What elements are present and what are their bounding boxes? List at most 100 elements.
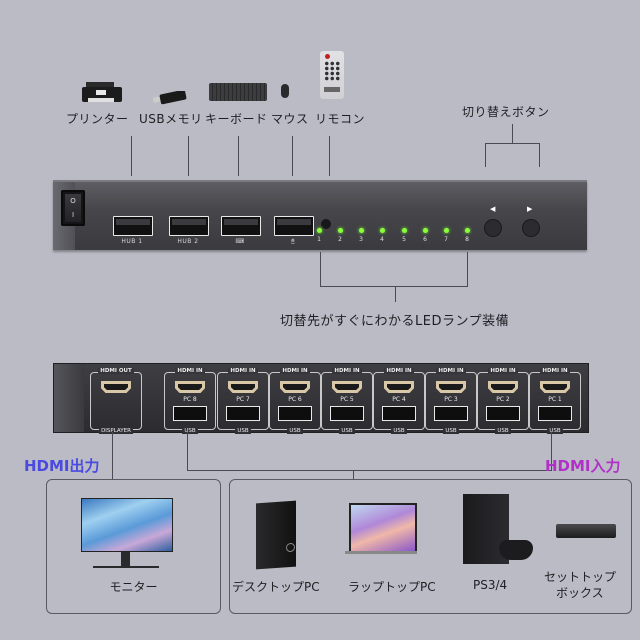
arrow-right-icon: ▶ bbox=[527, 205, 533, 213]
printer-icon bbox=[82, 80, 122, 106]
switch-prev-button[interactable] bbox=[485, 220, 501, 236]
switch-buttons-label: 切り替えボタン bbox=[462, 105, 550, 119]
input-devices-box: デスクトップPC ラップトップPC PS3/4 セットトップ ボックス bbox=[229, 479, 632, 614]
input-connector bbox=[353, 470, 354, 480]
led-number: 3 bbox=[359, 236, 363, 243]
hdmi-in-label: HDMI IN bbox=[228, 368, 258, 374]
led-bracket bbox=[467, 252, 468, 286]
pc-label: PC 4 bbox=[392, 396, 406, 403]
input-group-pc7: HDMI IN PC 7 USB bbox=[217, 368, 269, 434]
peripheral-label-printer: プリンター bbox=[66, 112, 129, 126]
usb-label: USB bbox=[391, 428, 407, 434]
usb-in-port[interactable] bbox=[330, 406, 364, 421]
led-number: 7 bbox=[444, 236, 448, 243]
pc-label: PC 6 bbox=[288, 396, 302, 403]
usb-in-port[interactable] bbox=[226, 406, 260, 421]
hdmi-in-label: HDMI IN bbox=[540, 368, 570, 374]
led-caption: 切替先がすぐにわかるLEDランプ装備 bbox=[280, 314, 510, 329]
mouse-port-icon: 🖰 bbox=[290, 238, 296, 245]
input-group-pc6: HDMI IN PC 6 USB bbox=[269, 368, 321, 434]
ir-receiver bbox=[321, 219, 331, 229]
usb-label: USB bbox=[495, 428, 511, 434]
connector-line bbox=[329, 136, 330, 176]
hdmi-input-tag: HDMI入力 bbox=[545, 457, 621, 475]
usb-label: USB bbox=[287, 428, 303, 434]
hdmi-in-port[interactable] bbox=[488, 381, 518, 393]
hdmi-in-port[interactable] bbox=[540, 381, 570, 393]
peripheral-label-keyboard: キーボード bbox=[205, 112, 268, 126]
device-label-set-top-box-line1: セットトップ bbox=[544, 570, 617, 584]
input-group-pc5: HDMI IN PC 5 USB bbox=[321, 368, 373, 434]
usb-in-port[interactable] bbox=[434, 406, 468, 421]
arrow-left-icon: ◀ bbox=[490, 205, 496, 213]
hdmi-in-label: HDMI IN bbox=[280, 368, 310, 374]
usb-port-hub1[interactable] bbox=[113, 216, 153, 236]
led-2 bbox=[338, 228, 343, 233]
connector-line bbox=[238, 136, 239, 176]
device-label-set-top-box-line2: ボックス bbox=[556, 586, 604, 600]
hdmi-in-port[interactable] bbox=[175, 381, 205, 393]
device-label-console: PS3/4 bbox=[473, 578, 508, 592]
laptop-icon bbox=[345, 503, 417, 555]
usb-port-hub2[interactable] bbox=[169, 216, 209, 236]
usb-in-port[interactable] bbox=[278, 406, 312, 421]
hdmi-in-port[interactable] bbox=[332, 381, 362, 393]
kvm-front-panel: O I HUB 1 HUB 2 ⌨ 🖰 1 2 3 4 5 6 7 8 ◀ ▶ bbox=[53, 180, 587, 250]
connector-line bbox=[131, 136, 132, 176]
input-connector bbox=[187, 470, 552, 471]
bracket-line bbox=[485, 143, 486, 167]
switch-next-button[interactable] bbox=[523, 220, 539, 236]
power-rocker: O I bbox=[65, 194, 81, 222]
usb-port-keyboard[interactable] bbox=[221, 216, 261, 236]
led-5 bbox=[402, 228, 407, 233]
power-on-mark: I bbox=[71, 211, 75, 219]
desktop-tower-icon bbox=[256, 500, 296, 570]
device-label-monitor: モニター bbox=[109, 580, 158, 594]
usb-in-port[interactable] bbox=[486, 406, 520, 421]
hdmi-out-label: HDMI OUT bbox=[98, 368, 134, 374]
usb-port-label: HUB 2 bbox=[177, 238, 199, 245]
input-group-pc2: HDMI IN PC 2 USB bbox=[477, 368, 529, 434]
pc-label: PC 5 bbox=[340, 396, 354, 403]
peripheral-label-usb-memory: USBメモリ bbox=[139, 112, 203, 126]
hdmi-in-port[interactable] bbox=[228, 381, 258, 393]
pc-label: PC 8 bbox=[183, 396, 197, 403]
usb-port-mouse[interactable] bbox=[274, 216, 314, 236]
peripheral-label-mouse: マウス bbox=[271, 112, 309, 126]
device-label-desktop: デスクトップPC bbox=[232, 580, 320, 594]
usb-stick-icon bbox=[152, 89, 187, 105]
input-connector bbox=[551, 432, 552, 470]
pc-label: PC 7 bbox=[236, 396, 250, 403]
usb-in-port[interactable] bbox=[538, 406, 572, 421]
usb-in-port[interactable] bbox=[173, 406, 207, 421]
usb-in-port[interactable] bbox=[382, 406, 416, 421]
power-switch[interactable]: O I bbox=[61, 190, 85, 226]
output-connector bbox=[112, 432, 113, 480]
pc-label: PC 2 bbox=[496, 396, 510, 403]
mouse-icon bbox=[281, 84, 289, 98]
set-top-box-icon bbox=[556, 524, 616, 538]
bracket-line bbox=[512, 124, 513, 144]
led-number: 4 bbox=[380, 236, 384, 243]
hdmi-in-port[interactable] bbox=[384, 381, 414, 393]
led-1 bbox=[317, 228, 322, 233]
led-number: 5 bbox=[402, 236, 406, 243]
hdmi-in-port[interactable] bbox=[436, 381, 466, 393]
led-3 bbox=[359, 228, 364, 233]
hdmi-in-label: HDMI IN bbox=[436, 368, 466, 374]
input-connector bbox=[187, 432, 188, 470]
hdmi-out-group: HDMI OUT DISPLAYER bbox=[90, 368, 142, 434]
hdmi-in-label: HDMI IN bbox=[384, 368, 414, 374]
device-label-laptop: ラップトップPC bbox=[348, 580, 436, 594]
remote-control-icon bbox=[320, 51, 344, 99]
hdmi-in-port[interactable] bbox=[280, 381, 310, 393]
hdmi-in-label: HDMI IN bbox=[175, 368, 205, 374]
usb-label: USB bbox=[443, 428, 459, 434]
game-console-icon bbox=[463, 494, 538, 566]
input-group-pc1: HDMI IN PC 1 USB bbox=[529, 368, 581, 434]
input-group-pc3: HDMI IN PC 3 USB bbox=[425, 368, 477, 434]
led-number: 1 bbox=[317, 236, 321, 243]
hdmi-out-port[interactable] bbox=[101, 381, 131, 393]
displayer-label: DISPLAYER bbox=[99, 428, 133, 434]
output-devices-box: モニター bbox=[46, 479, 221, 614]
